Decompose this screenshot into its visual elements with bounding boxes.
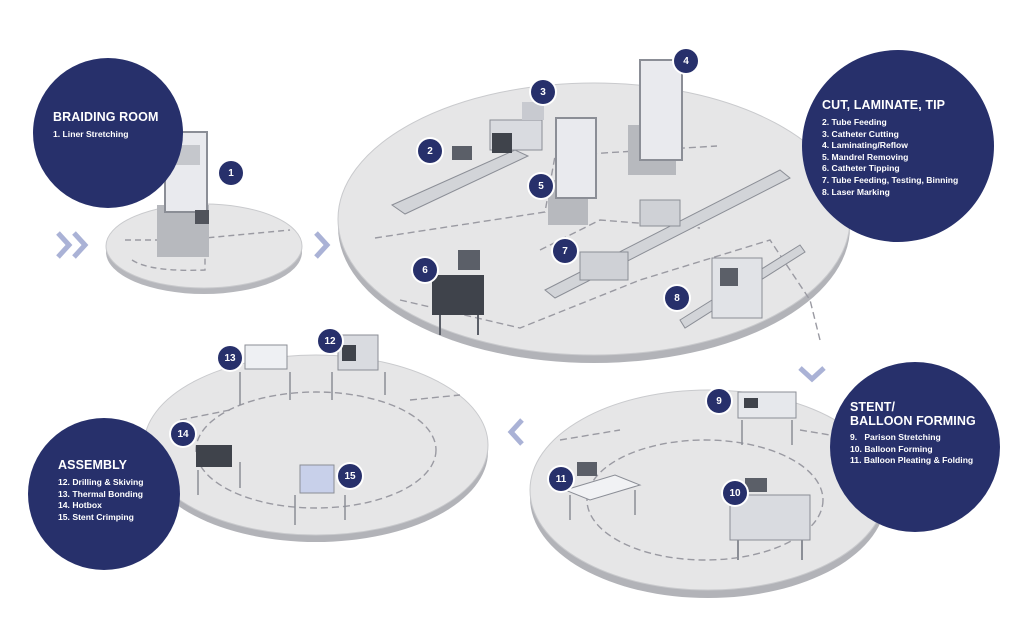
station-badge-1: 1 [219,161,243,185]
station-badge-4: 4 [674,49,698,73]
list-item: 8. Laser Marking [822,186,890,197]
list-item: 12. Drilling & Skiving [58,477,144,487]
station-badge-15: 15 [338,464,362,488]
list-item: 13. Thermal Bonding [58,488,143,499]
station-badge-6: 6 [413,258,437,282]
machine-hotbox [196,445,241,495]
chevron-left-icon [507,418,524,446]
panel-cut-title: CUT, LAMINATE, TIP [822,98,946,112]
list-item: 11. Balloon Pleating & Folding [850,455,974,466]
machine-laminating-tower [628,59,683,175]
machine-laser-marking [679,244,806,329]
list-item: 3. Catheter Cutting [822,128,899,139]
station-badge-11: 11 [549,467,573,491]
station-badge-2: 2 [418,139,442,163]
chevron-right-icon [56,231,89,259]
panel-stent-title-1: STENT/ [850,400,896,414]
panel-cut-laminate-tip: CUT, LAMINATE, TIP 2. Tube Feeding 3. Ca… [802,50,994,242]
panel-assembly-title: ASSEMBLY [58,458,128,472]
panel-braiding-title: BRAIDING ROOM [53,110,159,124]
list-item: 1. Liner Stretching [53,129,129,139]
machine-catheter-cutting [489,102,544,153]
station-badge-9: 9 [707,389,731,413]
station-badge-13: 13 [218,346,242,370]
list-item: 7. Tube Feeding, Testing, Binning [822,174,959,185]
platform-stent-balloon [529,389,887,598]
station-badge-14: 14 [171,422,195,446]
machine-tube-feeding [390,146,530,215]
machine-balloon-forming [729,478,811,560]
panel-stent-list: 9. Parison Stretching 10. Balloon Formin… [850,432,1000,467]
machine-mandrel-removing [548,117,597,225]
list-item: 2. Tube Feeding [822,117,887,127]
machine-drilling-skiving [331,334,386,400]
list-item: 9. Parison Stretching [850,432,941,442]
machine-stent-crimping [294,464,346,525]
list-item: 10. Balloon Forming [850,443,933,454]
chevron-down-icon [798,366,826,383]
station-badge-8: 8 [665,286,689,310]
station-badge-12: 12 [318,329,342,353]
panel-braiding-list: 1. Liner Stretching [53,129,183,141]
chevron-right-icon [314,231,331,259]
machine-thermal-bonding [239,344,291,405]
platform-assembly [143,354,489,542]
station-badge-10: 10 [723,481,747,505]
panel-braiding-room: BRAIDING ROOM 1. Liner Stretching [33,58,183,208]
machine-balloon-pleating [563,462,642,520]
panel-stent-title-2: BALLOON FORMING [850,414,976,428]
station-badge-3: 3 [531,80,555,104]
machine-parison-stretching [737,391,797,445]
list-item: 15. Stent Crimping [58,511,134,522]
machine-catheter-tipping [432,250,484,335]
list-item: 14. Hotbox [58,500,102,511]
station-badge-5: 5 [529,174,553,198]
station-badge-7: 7 [553,239,577,263]
list-item: 4. Laminating/Reflow [822,140,908,151]
list-item: 5. Mandrel Removing [822,151,909,162]
panel-cut-list: 2. Tube Feeding 3. Catheter Cutting 4. L… [822,117,994,198]
panel-assembly-list: 12. Drilling & Skiving 13. Thermal Bondi… [58,477,180,523]
list-item: 6. Catheter Tipping [822,163,900,174]
panel-assembly: ASSEMBLY 12. Drilling & Skiving 13. Ther… [28,418,180,570]
machine-tube-testing [544,169,791,299]
panel-stent-balloon: STENT/ BALLOON FORMING 9. Parison Stretc… [830,362,1000,532]
